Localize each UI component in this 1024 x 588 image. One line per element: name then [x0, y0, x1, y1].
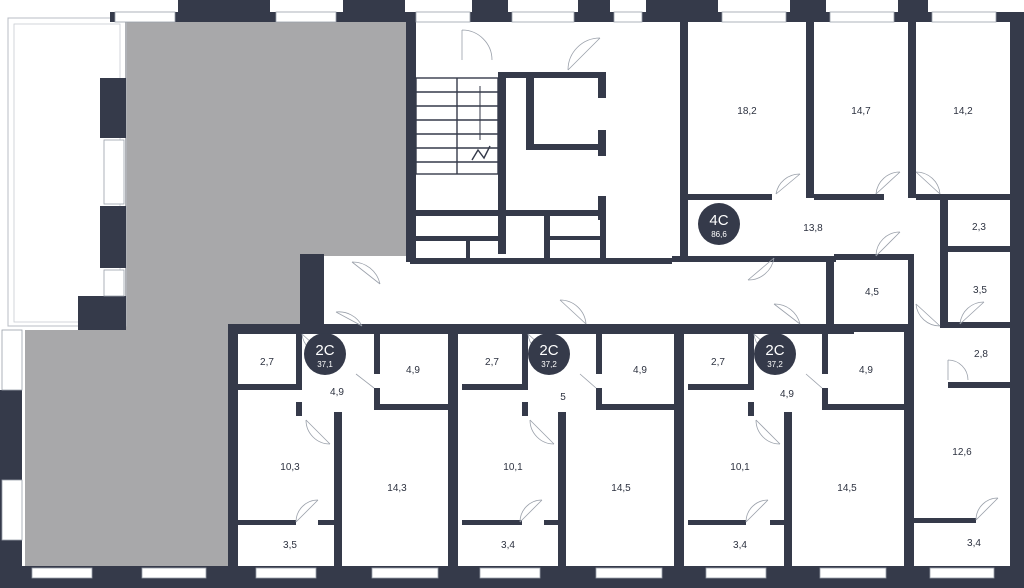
room-label: 2,8: [974, 349, 988, 360]
room-label: 2,7: [260, 357, 274, 368]
room-label: 14,7: [851, 106, 871, 117]
room-label: 14,3: [387, 483, 407, 494]
room-label: 14,2: [953, 106, 973, 117]
apartment-area: 86,6: [711, 230, 727, 239]
shaded-area: [25, 20, 406, 566]
room-label: 4,9: [406, 365, 420, 376]
stair-break-icon: [471, 145, 491, 161]
apartment-code: 2C: [539, 342, 558, 359]
room-label: 12,6: [952, 447, 972, 458]
apartment-badge-2c-1: 2C 37,1: [304, 333, 346, 375]
room-label: 13,8: [803, 223, 823, 234]
room-label: 2,3: [972, 222, 986, 233]
room-label: 3,5: [973, 285, 987, 296]
room-label: 14,5: [837, 483, 857, 494]
room-label: 3,4: [967, 538, 981, 549]
room-label: 3,4: [733, 540, 747, 551]
apartment-area: 37,2: [767, 360, 783, 369]
room-label: 14,5: [611, 483, 631, 494]
room-label: 4,5: [865, 287, 879, 298]
room-label: 10,1: [730, 462, 750, 473]
apartment-badge-2c-2: 2C 37,2: [528, 333, 570, 375]
doors: [295, 29, 999, 523]
apartment-badge-2c-3: 2C 37,2: [754, 333, 796, 375]
room-label: 10,1: [503, 462, 523, 473]
apartment-code: 4C: [709, 212, 728, 229]
staircase: [415, 77, 499, 175]
room-label: 3,4: [501, 540, 515, 551]
room-label: 4,9: [330, 387, 344, 398]
balcony-outline: [7, 17, 127, 327]
room-label: 4,9: [780, 389, 794, 400]
windows: [1, 11, 997, 579]
apartment-code: 2C: [315, 342, 334, 359]
room-label: 2,7: [485, 357, 499, 368]
room-label: 3,5: [283, 540, 297, 551]
room-label: 4,9: [633, 365, 647, 376]
room-label: 4,9: [859, 365, 873, 376]
room-label: 2,7: [711, 357, 725, 368]
room-label: 10,3: [280, 462, 300, 473]
apartment-area: 37,2: [541, 360, 557, 369]
apartment-area: 37,1: [317, 360, 333, 369]
apartment-badge-4c: 4C 86,6: [698, 203, 740, 245]
room-labels: 18,2 14,7 14,2 13,8 2,3 4,5 3,5 2,8 12,6…: [260, 106, 988, 551]
apartment-code: 2C: [765, 342, 784, 359]
room-label: 18,2: [737, 106, 757, 117]
room-label: 5: [560, 392, 566, 403]
